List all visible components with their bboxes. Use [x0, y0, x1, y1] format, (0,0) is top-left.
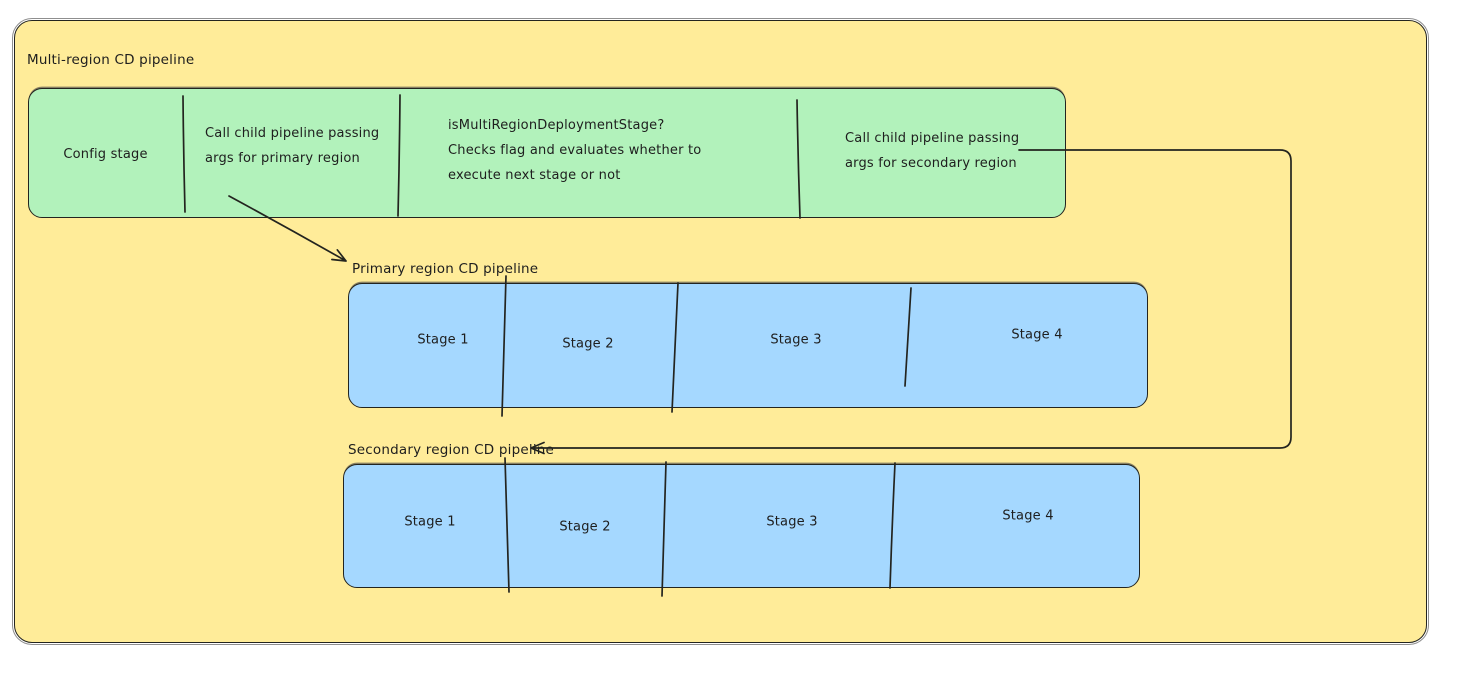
primary-pipeline-label: Primary region CD pipeline: [352, 261, 539, 277]
parent-stage-call-primary-label: Call child pipeline passing args for pri…: [205, 126, 380, 166]
secondary-stage-3-label: Stage 3: [766, 514, 818, 530]
primary-stage-1-label: Stage 1: [417, 332, 469, 348]
secondary-pipeline-label: Secondary region CD pipeline: [348, 442, 555, 458]
secondary-stage-1-label: Stage 1: [404, 514, 456, 530]
parent-stage-config-label: Config stage: [63, 147, 148, 162]
primary-stage-2-label: Stage 2: [562, 336, 614, 352]
parent-stage-condition-label: isMultiRegionDeploymentStage? Checks fla…: [448, 118, 702, 183]
primary-stage-4-label: Stage 4: [1011, 327, 1063, 343]
container-title-label: Multi-region CD pipeline: [27, 52, 195, 68]
secondary-stage-2-label: Stage 2: [559, 519, 611, 535]
parent-stage-call-secondary-label: Call child pipeline passing args for sec…: [845, 131, 1020, 171]
secondary-stage-4-label: Stage 4: [1002, 508, 1054, 524]
secondary-pipeline-box: [343, 464, 1140, 588]
primary-stage-3-label: Stage 3: [770, 332, 822, 348]
